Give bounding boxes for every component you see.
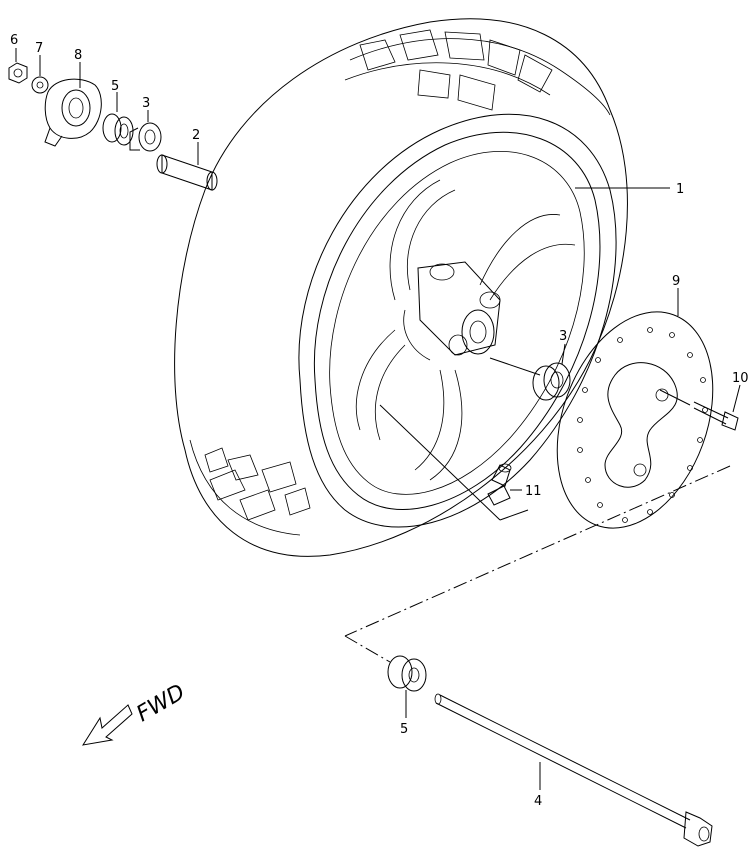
fwd-label: FWD bbox=[133, 680, 190, 727]
rim bbox=[298, 113, 617, 528]
callout-3-right: 3 bbox=[559, 329, 567, 344]
tire-valve-part-11 bbox=[487, 463, 512, 506]
tire bbox=[174, 18, 628, 557]
callout-10: 10 bbox=[732, 371, 749, 386]
speedometer-gearbox-part-8 bbox=[44, 78, 102, 147]
washer-part-7 bbox=[31, 76, 49, 94]
callout-7: 7 bbox=[35, 41, 43, 56]
callout-5-right: 5 bbox=[400, 722, 408, 737]
front-axle-part-4 bbox=[434, 693, 713, 847]
callout-4: 4 bbox=[534, 794, 542, 809]
callout-9: 9 bbox=[672, 274, 680, 289]
callout-1: 1 bbox=[676, 182, 684, 197]
callout-8: 8 bbox=[74, 48, 82, 63]
bearing-part-3-right bbox=[532, 362, 571, 401]
bearing-part-3-left bbox=[129, 122, 162, 152]
nut-part-6 bbox=[8, 62, 28, 84]
leader-lines bbox=[15, 48, 741, 790]
disc-bolt-part-10 bbox=[693, 401, 739, 431]
callout-11: 11 bbox=[525, 484, 542, 499]
callout-5-left: 5 bbox=[111, 79, 119, 94]
forward-direction-indicator: FWD bbox=[81, 680, 190, 746]
callout-6: 6 bbox=[10, 33, 18, 48]
dust-seal-part-5-right bbox=[387, 655, 427, 692]
assembly-center-lines bbox=[344, 357, 731, 663]
callout-2: 2 bbox=[192, 128, 200, 143]
spacer-part-2 bbox=[156, 154, 218, 191]
disc-holes bbox=[577, 327, 708, 523]
dust-seal-part-5-left bbox=[102, 113, 134, 146]
wheel-hub bbox=[403, 261, 501, 361]
callout-labels: 6 7 8 5 3 2 1 3 9 10 11 5 4 bbox=[10, 33, 749, 809]
forward-arrow-icon bbox=[81, 704, 133, 746]
callout-3-left: 3 bbox=[142, 96, 150, 111]
